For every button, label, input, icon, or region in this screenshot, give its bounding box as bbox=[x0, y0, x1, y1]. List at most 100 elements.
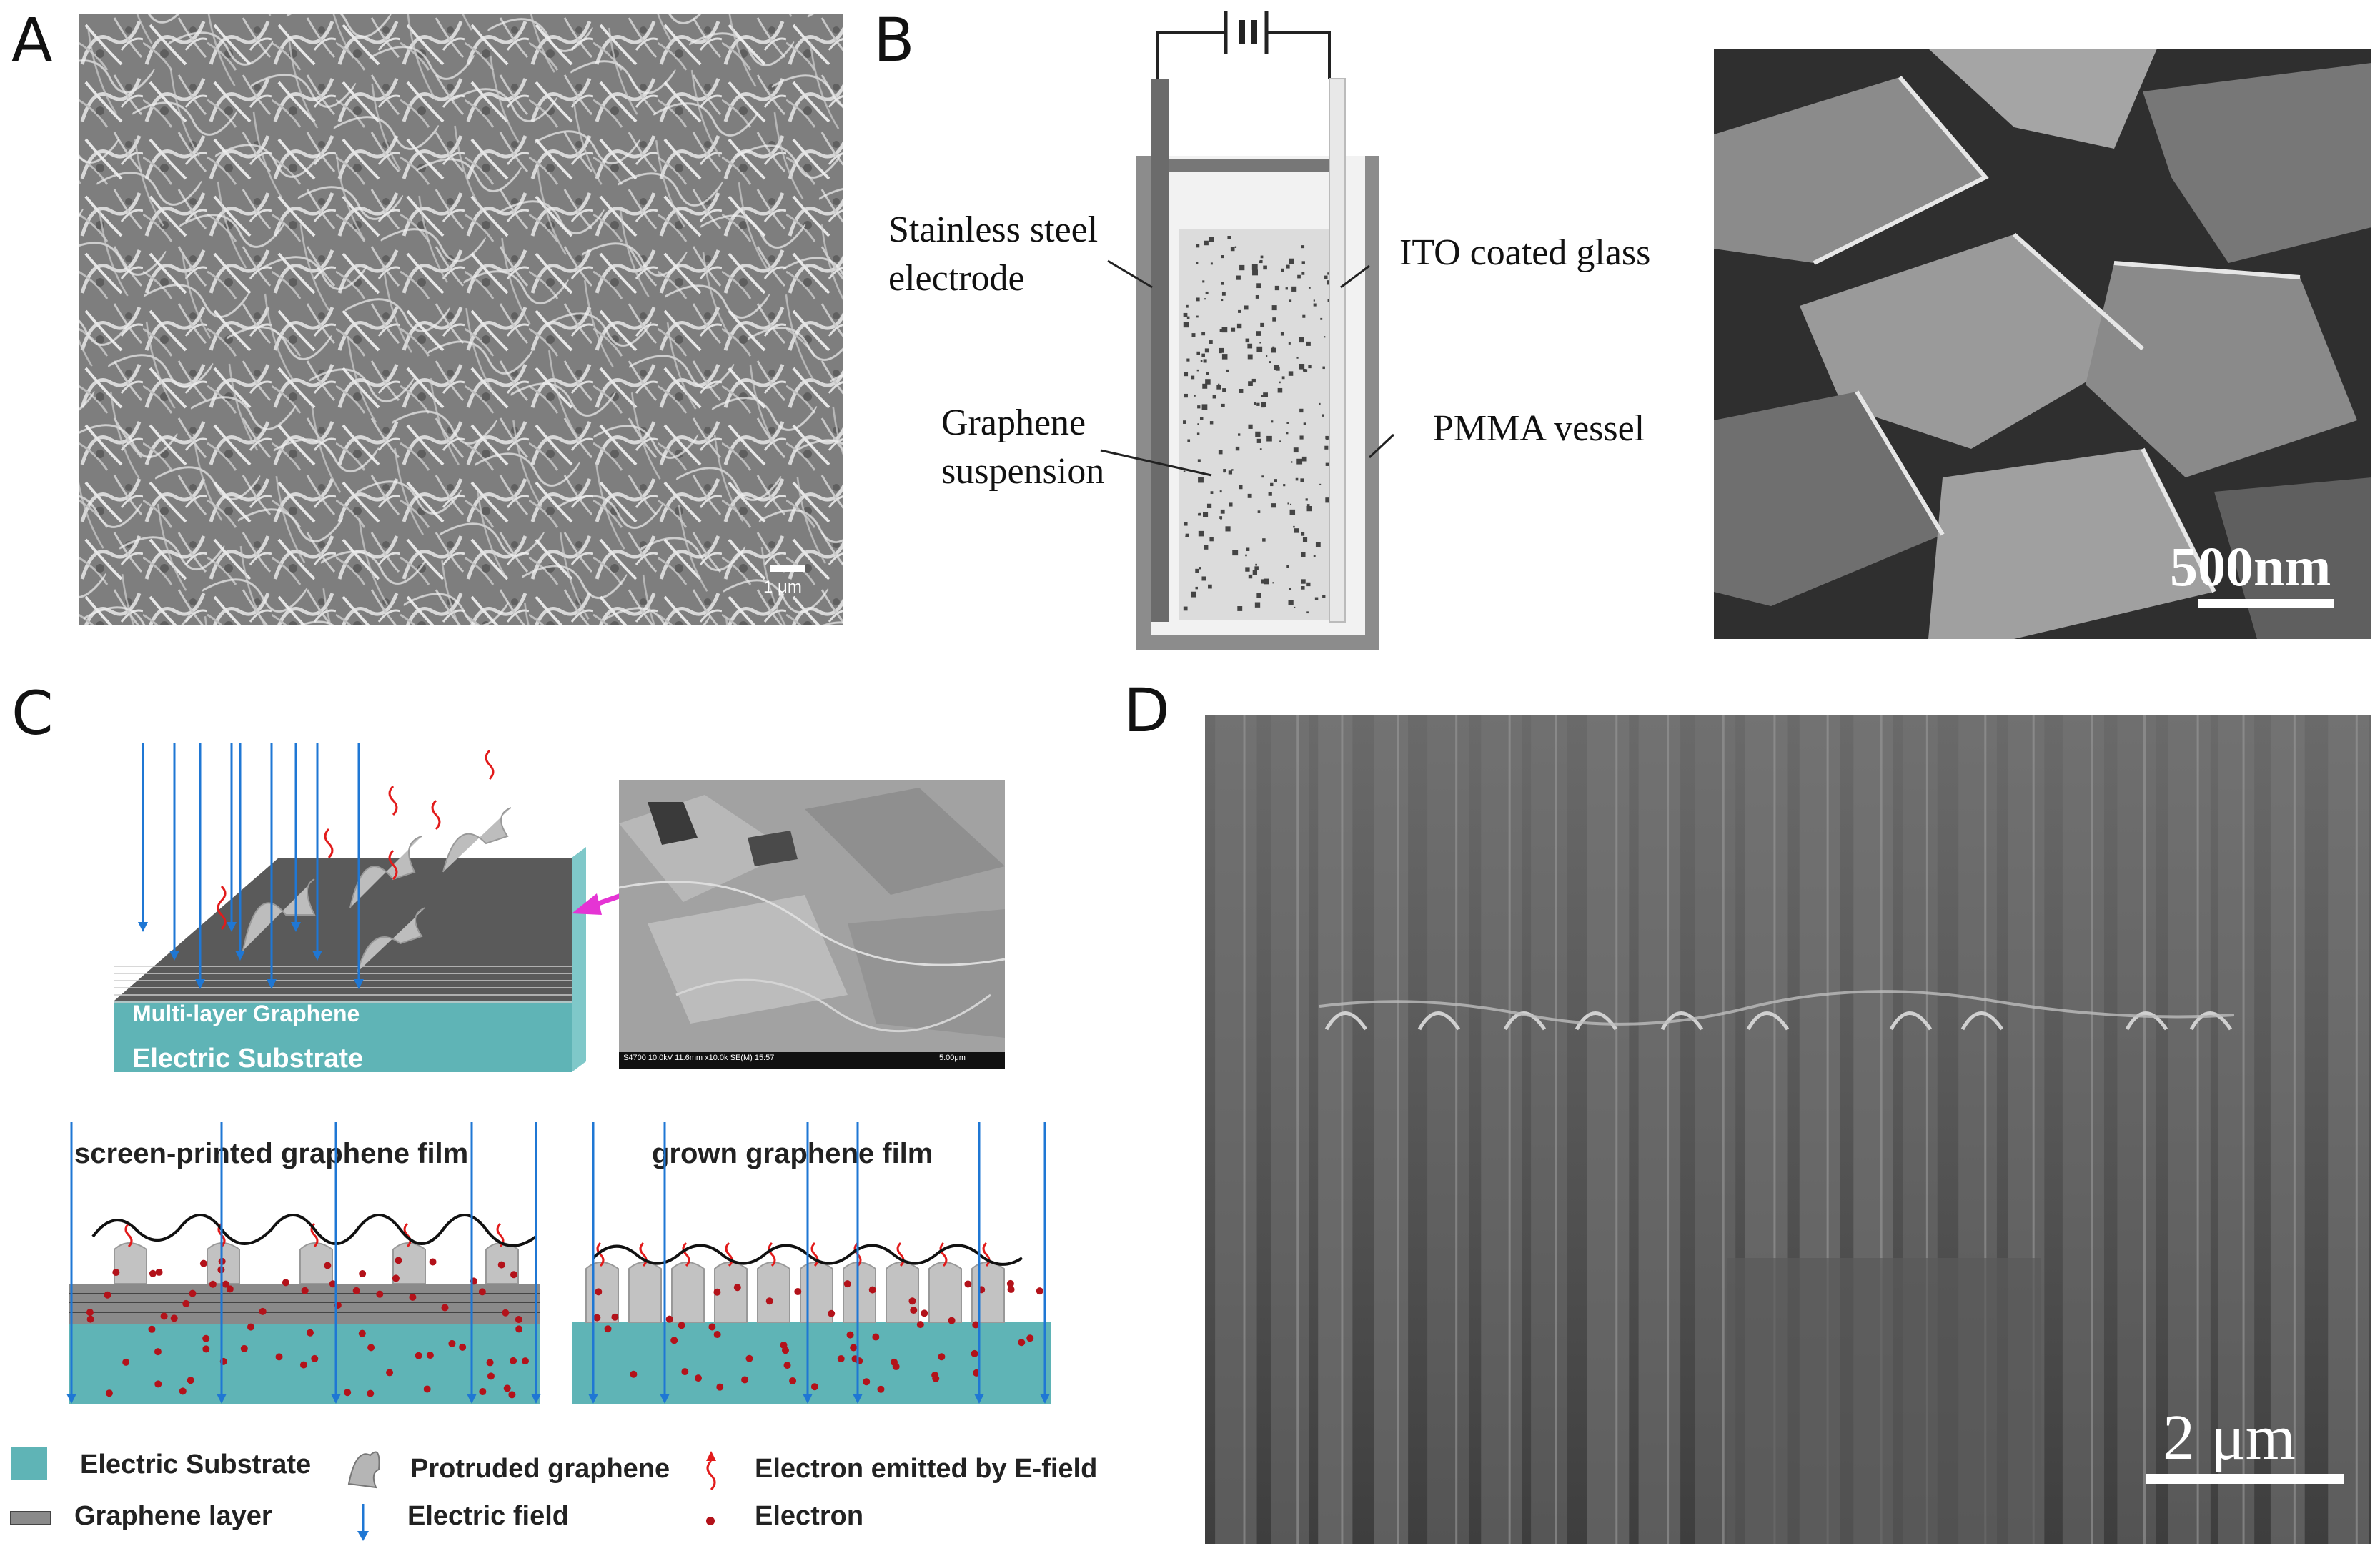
scale-label-a: 1 μm bbox=[763, 578, 802, 597]
suspension-particle bbox=[1251, 378, 1256, 383]
scale-bar-d bbox=[2146, 1474, 2344, 1484]
suspension-particle bbox=[1301, 272, 1305, 275]
panel-label-d: D bbox=[1124, 675, 1170, 745]
suspension-particle bbox=[1308, 287, 1311, 289]
suspension-particle bbox=[1185, 535, 1187, 537]
suspension-particle bbox=[1259, 342, 1261, 344]
emission-icon bbox=[706, 1451, 716, 1491]
suspension-particle bbox=[1185, 304, 1189, 308]
electron bbox=[358, 1329, 366, 1337]
electron bbox=[713, 1331, 721, 1339]
electron bbox=[329, 1280, 337, 1288]
suspension-particle bbox=[1254, 566, 1259, 570]
suspension-particle bbox=[1261, 579, 1266, 584]
suspension-particle bbox=[1297, 274, 1301, 279]
electron bbox=[282, 1279, 289, 1287]
suspension-particle bbox=[1313, 303, 1317, 307]
suspension-particle bbox=[1204, 240, 1209, 246]
suspension-particle bbox=[1221, 354, 1228, 360]
suspension-particle bbox=[1219, 350, 1222, 354]
suspension-particle bbox=[1209, 340, 1213, 344]
suspension-particle bbox=[1221, 282, 1224, 285]
suspension-particle bbox=[1296, 357, 1299, 359]
electron bbox=[780, 1341, 788, 1349]
electron bbox=[868, 1286, 876, 1294]
suspension-particle bbox=[1308, 365, 1312, 369]
suspension-particle bbox=[1315, 542, 1321, 547]
suspension-particle bbox=[1191, 375, 1195, 380]
suspension-particle bbox=[1196, 315, 1199, 318]
suspension-particle bbox=[1319, 402, 1321, 405]
suspension-particle bbox=[1221, 292, 1226, 296]
suspension-particle bbox=[1268, 492, 1272, 496]
sem-image-a: 1 μm bbox=[79, 14, 843, 625]
electron bbox=[863, 1378, 871, 1386]
electron bbox=[593, 1314, 601, 1322]
electron bbox=[367, 1389, 375, 1397]
suspension-particle bbox=[1187, 439, 1191, 442]
suspension-particle bbox=[1324, 275, 1328, 279]
electron bbox=[794, 1288, 802, 1296]
label-stainless-2: electrode bbox=[888, 258, 1025, 299]
title-screen-printed: screen-printed graphene film bbox=[74, 1138, 469, 1169]
electron bbox=[179, 1387, 187, 1395]
suspension-particle bbox=[1221, 327, 1228, 333]
suspension-particle bbox=[1202, 512, 1209, 517]
electron bbox=[105, 1389, 113, 1397]
graphene-flake-texture bbox=[79, 14, 843, 625]
suspension-particle bbox=[1209, 237, 1214, 242]
suspension-particle bbox=[1263, 578, 1269, 585]
suspension-particle bbox=[1289, 258, 1294, 264]
suspension-particle bbox=[1263, 265, 1267, 270]
suspension-particle bbox=[1266, 435, 1272, 442]
electron bbox=[938, 1353, 946, 1361]
suspension-particle bbox=[1300, 478, 1304, 482]
suspension-particle bbox=[1191, 591, 1196, 598]
electron bbox=[1018, 1339, 1026, 1347]
electron bbox=[789, 1377, 797, 1385]
suspension-particle bbox=[1196, 369, 1199, 372]
suspension-particle bbox=[1270, 482, 1274, 487]
electron bbox=[932, 1374, 940, 1382]
electron bbox=[595, 1288, 603, 1296]
suspension-particle bbox=[1237, 433, 1241, 436]
suspension-particle bbox=[1319, 483, 1322, 485]
suspension-particle bbox=[1325, 462, 1329, 466]
battery-icon bbox=[1208, 11, 1276, 54]
electron bbox=[515, 1316, 522, 1324]
electron bbox=[891, 1358, 898, 1366]
suspension-particle bbox=[1255, 294, 1259, 299]
panel-label-a: A bbox=[11, 5, 53, 75]
electron bbox=[352, 1287, 360, 1294]
suspension-particle bbox=[1202, 383, 1208, 389]
label-multi-layer: Multi-layer Graphene bbox=[132, 1001, 360, 1026]
suspension-particle bbox=[1195, 568, 1199, 573]
suspension-particle bbox=[1245, 338, 1250, 343]
electron bbox=[441, 1304, 449, 1312]
electron bbox=[311, 1354, 319, 1362]
suspension-particle bbox=[1301, 261, 1305, 264]
suspension-particle bbox=[1288, 371, 1294, 376]
electron bbox=[1007, 1285, 1015, 1293]
suspension-particle bbox=[1235, 446, 1240, 451]
suspension-particle bbox=[1256, 593, 1261, 598]
electron bbox=[971, 1349, 978, 1357]
electron bbox=[409, 1293, 417, 1301]
nanorod bbox=[2062, 715, 2104, 1544]
suspension-particle bbox=[1206, 503, 1212, 508]
suspension-particle bbox=[1210, 262, 1213, 265]
suspension-particle bbox=[1216, 385, 1221, 390]
protruded-graphene bbox=[114, 1242, 147, 1284]
suspension-particle bbox=[1277, 387, 1283, 393]
grown-film-diagram bbox=[572, 1122, 1051, 1404]
electron bbox=[503, 1384, 511, 1392]
electron bbox=[154, 1348, 162, 1356]
suspension-particle bbox=[1203, 359, 1207, 363]
suspension-particle bbox=[1259, 261, 1261, 263]
suspension-particle bbox=[1322, 595, 1326, 598]
legend-electron-label: Electron bbox=[755, 1501, 864, 1531]
panel-label-c: C bbox=[11, 678, 54, 748]
protruded-graphene bbox=[585, 1262, 619, 1323]
electron bbox=[1036, 1287, 1043, 1295]
scale-label-d: 2 μm bbox=[2163, 1402, 2296, 1473]
